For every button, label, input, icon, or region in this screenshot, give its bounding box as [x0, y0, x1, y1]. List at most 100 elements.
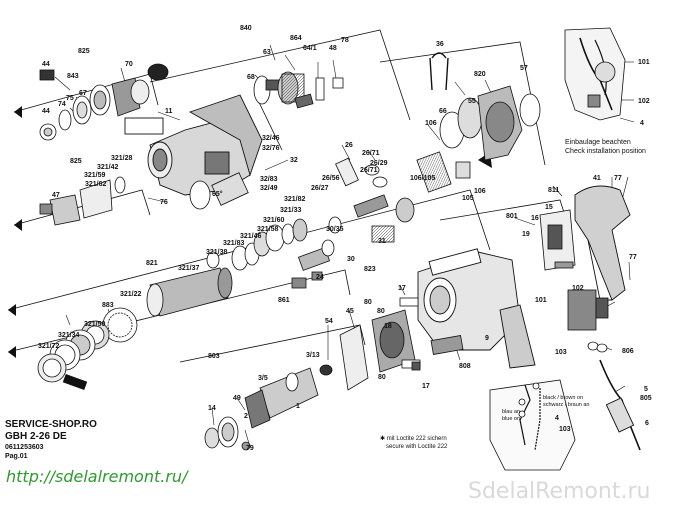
part-label: 11 — [165, 108, 173, 115]
part-label: 19 — [522, 231, 530, 238]
part-label: 26/29 — [370, 160, 388, 167]
install-note-de: Einbaulage beachten — [565, 139, 631, 146]
watermark-url: http://sdelalremont.ru/ — [6, 467, 189, 486]
part-label: 864 — [290, 35, 302, 42]
part-label: 26/71 — [362, 150, 380, 157]
armature — [204, 367, 319, 451]
model-name: GBH 2-26 DE — [5, 431, 67, 442]
part-label: 3/5 — [258, 375, 268, 382]
wire-note-en: black / brown on — [543, 395, 583, 401]
part-label: 14 — [208, 405, 216, 412]
part-label: 321/50 — [84, 321, 106, 328]
stator-parts — [319, 297, 421, 391]
part-label: 4 — [555, 415, 559, 422]
part-label: 321/62 — [85, 181, 107, 188]
part-label: 321/38 — [206, 249, 228, 256]
part-label: 79 — [246, 445, 254, 452]
part-label: 32 — [290, 157, 298, 164]
part-label: 811 — [548, 187, 559, 194]
clutch-rings — [37, 307, 138, 391]
handle — [574, 185, 631, 301]
part-label: 54 — [325, 318, 333, 325]
part-label: 32/76 — [262, 145, 280, 152]
part-label: 30 — [347, 256, 355, 263]
motor-housing — [417, 248, 536, 369]
part-label: 77 — [614, 175, 622, 182]
part-label: 80 — [364, 299, 372, 306]
part-label: 41 — [593, 175, 601, 182]
part-label: 47 — [52, 192, 60, 199]
part-label: 803 — [208, 353, 220, 360]
part-label: 18 — [384, 323, 392, 330]
part-label: 24 — [316, 274, 324, 281]
part-label: 321/33 — [280, 207, 302, 214]
install-note-en: Check installation position — [565, 148, 646, 155]
wiring-notes: black / brown on schwarz / braun an blau… — [502, 395, 589, 422]
part-label: 321/59 — [84, 172, 106, 179]
part-label: 103 — [555, 349, 567, 356]
part-label: 840 — [240, 25, 252, 32]
part-label: 45 — [346, 308, 354, 315]
part-label: 321/60 — [263, 217, 285, 224]
site-name: SERVICE-SHOP.RO — [5, 419, 97, 430]
part-label: 1 — [296, 403, 300, 410]
part-label: 36 — [436, 41, 444, 48]
wire-blue-de: blau an — [502, 409, 520, 415]
part-label: 102 — [638, 98, 650, 105]
part-label: 74 — [58, 101, 66, 108]
part-label: 101 — [638, 59, 650, 66]
inset-install-view — [564, 27, 626, 121]
impact-tube-parts — [146, 218, 308, 317]
part-label: 321/83 — [223, 240, 245, 247]
part-label: 321/34 — [58, 332, 80, 339]
part-label: 106 — [474, 188, 486, 195]
part-label: 67 — [79, 90, 87, 97]
part-labels: 825 44 843 70 75 67 74 44 11 840 864 63 … — [38, 25, 652, 452]
part-label: 44 — [42, 61, 50, 68]
part-label: 15 — [545, 204, 553, 211]
part-label: 32/46 — [262, 135, 280, 142]
brush-plate — [539, 209, 576, 271]
part-label: 3/13 — [306, 352, 320, 359]
part-label: 321/46 — [240, 233, 262, 240]
part-label: 65° — [212, 190, 223, 198]
part-label: 825 — [78, 48, 90, 55]
gear-housing — [124, 94, 263, 196]
part-label: 70 — [125, 61, 133, 68]
part-label: 80 — [377, 308, 385, 315]
part-label: 821 — [146, 260, 158, 267]
loctite-note-de: ✱ mit Loctite 222 sichern — [380, 435, 447, 442]
part-label: 75 — [66, 95, 74, 102]
inset-wiring-view — [489, 379, 576, 471]
part-label: 57 — [520, 65, 528, 72]
part-label: 106/105 — [410, 175, 435, 182]
part-label: 77 — [629, 254, 637, 261]
power-cable — [599, 359, 641, 451]
part-label: 48 — [329, 45, 337, 52]
part-label: 883 — [102, 302, 114, 309]
part-label: 321/72 — [38, 343, 60, 350]
piston-parts — [291, 157, 415, 289]
nameplate — [411, 335, 464, 371]
part-label: 9 — [485, 335, 489, 342]
part-label: 76 — [160, 199, 168, 206]
switch — [567, 289, 609, 353]
part-label: 31 — [378, 238, 386, 245]
part-label: 17 — [422, 383, 430, 390]
part-label: 843 — [67, 73, 79, 80]
part-label: 68 — [247, 74, 255, 81]
part-label: 321/28 — [111, 155, 133, 162]
part-label: 806 — [622, 348, 634, 355]
spindle-parts — [39, 172, 249, 226]
part-label: 26/27 — [311, 185, 329, 192]
part-label: 820 — [474, 71, 486, 78]
page-number: Pag.01 — [5, 453, 28, 460]
part-label: 26/56 — [322, 175, 340, 182]
part-label: 2 — [244, 413, 248, 420]
part-label: 801 — [506, 213, 518, 220]
wire-blue-en: blue on — [502, 416, 520, 422]
part-label: 321/58 — [257, 226, 279, 233]
part-label: 80 — [378, 374, 386, 381]
